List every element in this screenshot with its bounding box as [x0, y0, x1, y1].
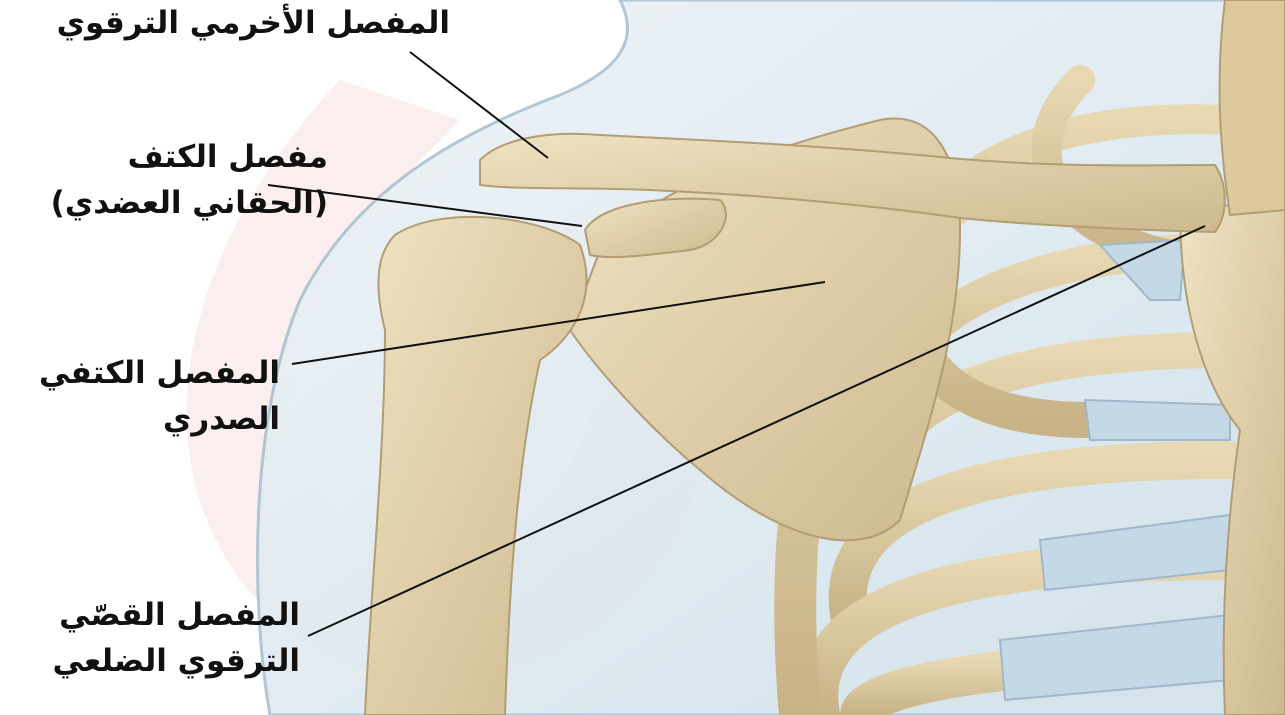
label-scapulothoracic-line1: المفصل الكتفي [10, 350, 280, 396]
label-sternoclavicular-line2: الترقوي الضلعي [10, 638, 300, 684]
label-sternoclavicular-joint: المفصل القصّي الترقوي الضلعي [10, 592, 300, 684]
label-glenohumeral-line1: مفصل الكتف [10, 134, 328, 180]
label-scapulothoracic-joint: المفصل الكتفي الصدري [10, 350, 280, 442]
label-glenohumeral-line2: (الحقاني العضدي) [10, 180, 328, 226]
spine [1220, 0, 1285, 215]
label-acromioclavicular-text: المفصل الأخرمي الترقوي [10, 0, 450, 46]
label-sternoclavicular-line1: المفصل القصّي [10, 592, 300, 638]
label-glenohumeral-joint: مفصل الكتف (الحقاني العضدي) [10, 134, 328, 226]
label-acromioclavicular-joint: المفصل الأخرمي الترقوي [10, 0, 450, 46]
label-scapulothoracic-line2: الصدري [10, 396, 280, 442]
